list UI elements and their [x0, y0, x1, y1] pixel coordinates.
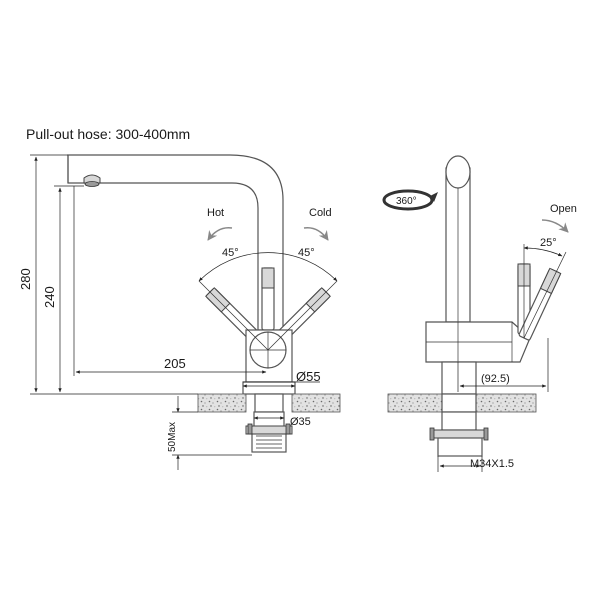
base-ring	[242, 381, 296, 395]
nozzle	[83, 174, 101, 187]
cold-label: Cold	[309, 207, 332, 219]
dim-240-label: 240	[42, 286, 57, 308]
rotate-360-icon	[382, 189, 438, 211]
dimension-92-5	[457, 338, 549, 392]
hose-label: Pull-out hose: 300-400mm	[26, 126, 190, 142]
curved-arrow-left-icon	[207, 227, 233, 241]
hot-label: Hot	[207, 207, 224, 219]
dim-d55-label: Ø55	[296, 369, 321, 384]
dimension-240	[54, 185, 84, 393]
side-countertop-right	[475, 393, 537, 413]
dim-d35-label: Ø35	[290, 416, 311, 428]
dim-205-label: 205	[164, 356, 186, 371]
countertop-right	[291, 393, 341, 413]
dimension-m34	[437, 456, 483, 472]
side-countertop-left	[387, 393, 443, 413]
curved-arrow-open-icon	[541, 219, 569, 233]
lever-center	[261, 267, 275, 331]
angle-open-label: 25°	[540, 237, 557, 249]
side-handle-open	[518, 267, 562, 341]
side-view	[382, 155, 569, 472]
deck-hole	[254, 393, 284, 413]
side-base	[441, 361, 477, 395]
angle-cold-label: 45°	[298, 247, 315, 259]
dim-280-label: 280	[18, 268, 33, 290]
open-label: Open	[550, 203, 577, 215]
dimension-205	[73, 186, 267, 376]
front-view	[30, 154, 341, 470]
dim-50max-label: 50Max	[167, 422, 178, 452]
countertop-left	[197, 393, 247, 413]
swing-arc	[198, 252, 338, 282]
angle-hot-label: 45°	[222, 247, 239, 259]
dimension-280	[30, 154, 198, 395]
open-angle-arc	[523, 246, 563, 257]
side-mounting-assembly	[429, 411, 489, 457]
rotation-label: 360°	[396, 196, 417, 207]
dim-92-5-label: (92.5)	[481, 373, 510, 385]
dimension-50max	[172, 396, 252, 470]
curved-arrow-right-icon	[303, 227, 329, 241]
dimension-d55	[242, 381, 320, 388]
thread-label: M34X1.5	[470, 458, 514, 470]
